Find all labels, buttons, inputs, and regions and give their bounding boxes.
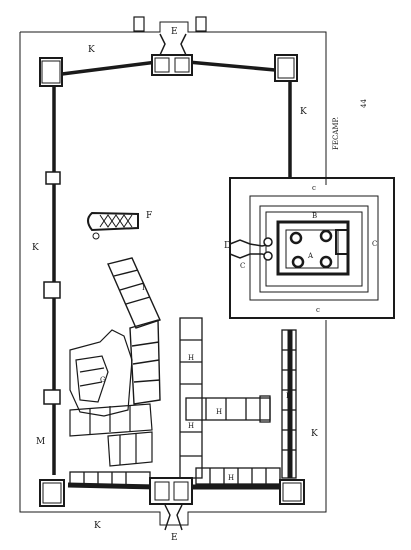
label-keep-c-north: c	[312, 184, 316, 192]
plan-side-text: FECAMP.	[332, 117, 340, 150]
building-g	[69, 329, 153, 467]
label-building-h1: H	[188, 354, 194, 362]
label-keep-c-west: C	[240, 262, 245, 270]
label-keep-a: A	[307, 252, 314, 260]
west-wall-towers	[43, 171, 61, 405]
label-moat-nw: K	[300, 107, 307, 117]
buildings-h	[69, 317, 297, 487]
corner-towers	[39, 54, 305, 507]
label-keep-c-south: c	[316, 306, 320, 314]
south-gate-approach	[164, 504, 183, 531]
outer-enclosure	[20, 21, 327, 185]
label-keep-gate: D	[224, 241, 231, 251]
label-building-h2: H	[188, 422, 194, 430]
label-building-g: G	[100, 376, 106, 384]
keep-precinct	[229, 177, 395, 319]
label-keep-b: B	[312, 212, 317, 220]
outer-enclosure-south	[19, 32, 327, 526]
label-moat-east: K	[311, 429, 318, 439]
label-moat-west: K	[32, 243, 39, 253]
figure-number: 44	[360, 99, 368, 108]
label-gate-north: E	[171, 27, 178, 37]
label-building-h4: H	[286, 392, 292, 400]
label-moat-sw: M	[36, 437, 45, 447]
label-moat-se: K	[94, 521, 101, 531]
north-gate	[133, 16, 207, 56]
label-keep-c-east: C	[372, 240, 377, 248]
label-moat-ne: K	[88, 45, 95, 55]
label-gate-south: E	[171, 533, 178, 543]
chapel	[87, 211, 139, 240]
label-building-i: I	[142, 284, 145, 292]
label-building-h3: H	[216, 408, 222, 416]
label-chapel: F	[146, 211, 152, 221]
label-building-h5: H	[228, 474, 234, 482]
building-i	[107, 257, 161, 405]
